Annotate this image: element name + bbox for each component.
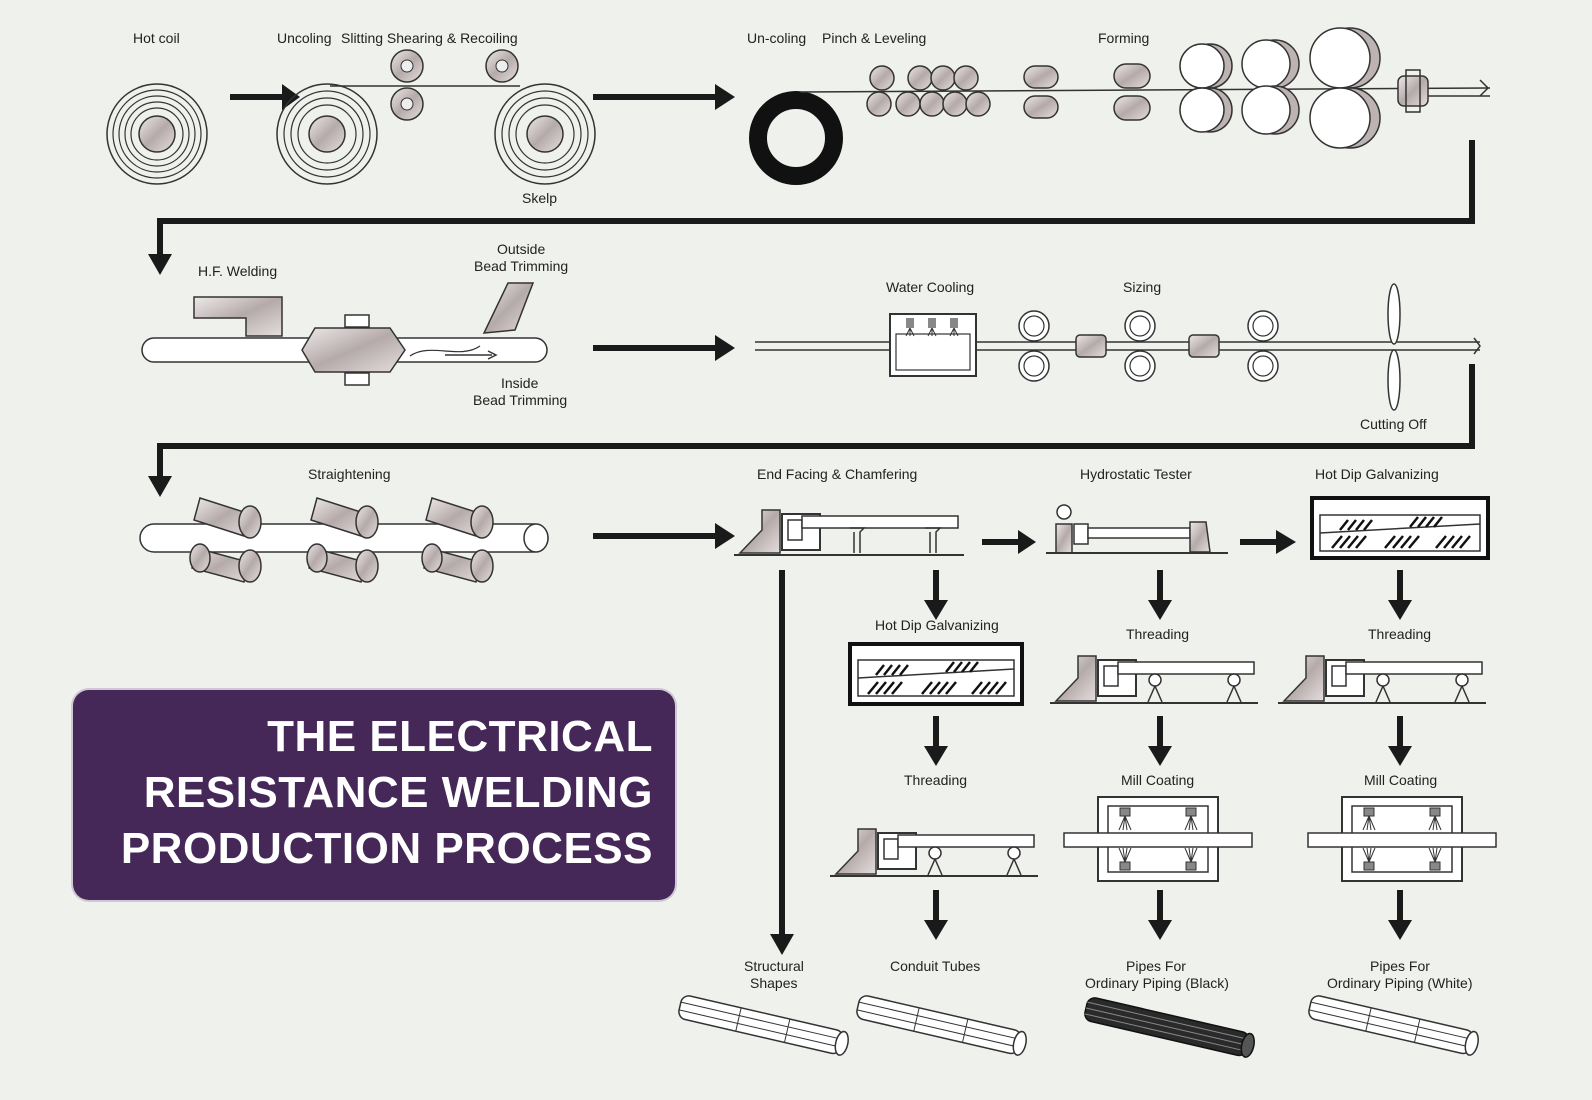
product-bundle-white — [1308, 995, 1479, 1056]
flow-arrow-head — [770, 934, 794, 955]
label-black-1: Pipes For — [1126, 958, 1186, 974]
label-conduit: Conduit Tubes — [890, 958, 980, 974]
flow-arrow-head — [924, 600, 948, 620]
flow-arrow-head — [1388, 746, 1412, 766]
slitting-rollers — [390, 49, 519, 121]
cutting-saw-graphic — [1387, 283, 1481, 411]
hot-coil-graphic — [106, 83, 208, 185]
sizing-rollers — [1018, 310, 1279, 382]
label-hot-coil: Hot coil — [133, 30, 180, 46]
label-un-coiling: Un-coling — [747, 30, 806, 46]
label-white-2: Ordinary Piping (White) — [1327, 975, 1473, 991]
label-black-2: Ordinary Piping (Black) — [1085, 975, 1229, 991]
label-slitting: Slitting Shearing & Recoiling — [341, 30, 518, 46]
label-threading-b: Threading — [1126, 626, 1189, 642]
label-inside-bead-1: Inside — [501, 375, 539, 391]
label-straightening: Straightening — [308, 466, 391, 482]
flow-connector — [157, 364, 1475, 480]
flow-arrow-head — [715, 523, 735, 549]
label-pinch-leveling: Pinch & Leveling — [822, 30, 926, 46]
label-forming: Forming — [1098, 30, 1149, 46]
flow-arrow-head — [1388, 600, 1412, 620]
end-facing-machine — [734, 509, 964, 556]
label-inside-bead-2: Bead Trimming — [473, 392, 567, 408]
hydrostatic-tester — [1046, 504, 1228, 554]
flow-arrow-head — [1388, 920, 1412, 940]
mill-coating-box-b — [1307, 796, 1497, 882]
threading-machine-c — [1278, 655, 1486, 704]
flow-connector — [157, 140, 1475, 258]
skelp-coil-graphic — [494, 83, 596, 185]
hf-welding-graphic — [141, 282, 548, 386]
flow-arrow-head — [1148, 600, 1172, 620]
forming-rollers — [1023, 27, 1490, 149]
product-bundle-conduit — [856, 995, 1027, 1056]
hot-dip-galvanizing-tank-mid — [848, 642, 1024, 706]
threading-machine-b — [1050, 655, 1258, 704]
label-structural-1: Structural — [744, 958, 804, 974]
label-hf-welding: H.F. Welding — [198, 263, 277, 279]
label-hot-dip-top: Hot Dip Galvanizing — [1315, 466, 1439, 482]
label-cutting-off: Cutting Off — [1360, 416, 1427, 432]
flow-arrow-head — [924, 920, 948, 940]
label-outside-bead-2: Bead Trimming — [474, 258, 568, 274]
flow-arrow-head — [1018, 530, 1036, 554]
mill-coating-box-a — [1063, 796, 1253, 882]
flow-arrow-head — [148, 254, 172, 275]
label-sizing: Sizing — [1123, 279, 1161, 295]
flow-arrow-head — [1148, 920, 1172, 940]
flow-arrow-head — [715, 335, 735, 361]
title-line-2: RESISTANCE WELDING — [143, 768, 653, 817]
uncoiling-coil-graphic — [276, 83, 378, 185]
flow-arrow-head — [148, 476, 172, 497]
label-hydrostatic: Hydrostatic Tester — [1080, 466, 1192, 482]
flow-arrow-head — [715, 84, 735, 110]
label-skelp: Skelp — [522, 190, 557, 206]
uncoiler-black-coil — [749, 91, 843, 185]
label-uncoiling: Uncoling — [277, 30, 331, 46]
label-mill-coating-a: Mill Coating — [1121, 772, 1194, 788]
product-bundle-structural — [678, 995, 849, 1056]
flow-arrow-head — [924, 746, 948, 766]
label-threading-a: Threading — [904, 772, 967, 788]
title-banner: THE ELECTRICAL RESISTANCE WELDING PRODUC… — [73, 690, 675, 900]
flow-arrow-head — [1148, 746, 1172, 766]
label-end-facing: End Facing & Chamfering — [757, 466, 917, 482]
straightening-rollers — [139, 497, 549, 583]
product-bundle-black — [1084, 997, 1255, 1058]
pinch-leveling-rollers — [866, 65, 991, 117]
label-white-1: Pipes For — [1370, 958, 1430, 974]
label-water-cooling: Water Cooling — [886, 279, 974, 295]
label-structural-2: Shapes — [750, 975, 797, 991]
title-line-1: THE ELECTRICAL — [267, 712, 653, 761]
label-threading-c: Threading — [1368, 626, 1431, 642]
label-outside-bead-1: Outside — [497, 241, 545, 257]
threading-machine-a — [830, 828, 1038, 877]
label-mill-coating-b: Mill Coating — [1364, 772, 1437, 788]
flow-arrow-head — [1276, 530, 1296, 554]
label-hot-dip-mid: Hot Dip Galvanizing — [875, 617, 999, 633]
hot-dip-galvanizing-tank-top — [1310, 496, 1490, 560]
water-cooling-tank — [889, 313, 977, 377]
title-line-3: PRODUCTION PROCESS — [120, 824, 653, 873]
